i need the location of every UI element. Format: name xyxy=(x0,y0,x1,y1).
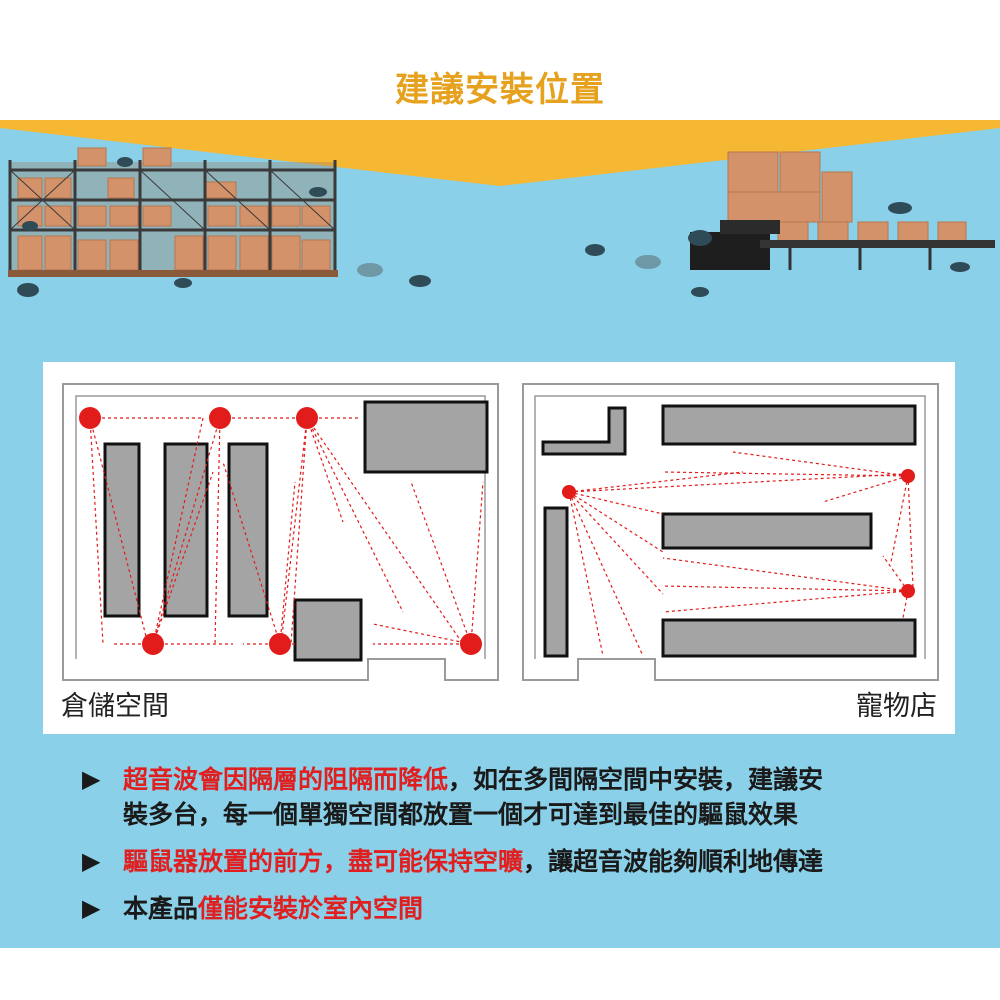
conveyor-scene-right xyxy=(690,151,995,270)
shelving-rack-left xyxy=(8,147,338,277)
device-dot xyxy=(296,407,318,429)
note-text: 本產品 xyxy=(123,894,199,923)
note-emphasis: 驅鼠器放置的前方，盡可能保持空曠 xyxy=(123,847,524,876)
installation-notes: ▶ 超音波會因隔層的阻隔而降低，如在多間隔空間中安裝，建議安 裝多台，每一個單獨… xyxy=(78,762,938,938)
warehouse-scene-illustration xyxy=(0,120,1000,297)
note-item: ▶ 超音波會因隔層的阻隔而降低，如在多間隔空間中安裝，建議安 裝多台，每一個單獨… xyxy=(78,762,938,832)
footer-space xyxy=(0,948,1000,1000)
device-dot xyxy=(562,485,576,499)
note-text: ，讓超音波能夠順利地傳達 xyxy=(523,847,824,876)
warehouse-plan xyxy=(62,383,499,681)
bullet-arrow-icon: ▶ xyxy=(82,847,101,875)
banner-shape xyxy=(0,120,1000,186)
device-dot xyxy=(79,407,101,429)
device-dot xyxy=(460,633,482,655)
note-item: ▶ 驅鼠器放置的前方，盡可能保持空曠，讓超音波能夠順利地傳達 xyxy=(78,844,938,879)
note-text: ，如在多間隔空間中安裝，建議安 xyxy=(448,765,824,794)
petshop-plan xyxy=(522,383,939,681)
device-dot xyxy=(142,633,164,655)
warehouse-shelves xyxy=(103,400,489,662)
floor-plan-card: 倉儲空間 寵物店 xyxy=(43,362,955,734)
bullet-arrow-icon: ▶ xyxy=(82,765,101,793)
note-text-continuation: 裝多台，每一個單獨空間都放置一個才可達到最佳的驅鼠效果 xyxy=(123,800,799,829)
mouse-silhouettes-faded xyxy=(357,255,661,277)
mouse-silhouettes xyxy=(17,157,970,297)
device-dot xyxy=(901,584,915,598)
device-dot xyxy=(209,407,231,429)
page-title: 建議安裝位置 xyxy=(395,70,605,110)
floor-plans-diagram xyxy=(62,383,939,681)
petshop-label: 寵物店 xyxy=(856,691,937,722)
petshop-shelves xyxy=(541,404,917,658)
note-item: ▶ 本產品僅能安裝於室內空間 xyxy=(78,891,938,926)
header: 建議安裝位置 xyxy=(0,0,1000,120)
petshop-signal-lines xyxy=(568,451,914,657)
warehouse-label: 倉儲空間 xyxy=(61,691,169,722)
warehouse-devices xyxy=(79,407,482,655)
bullet-arrow-icon: ▶ xyxy=(82,894,101,922)
warehouse-signal-lines xyxy=(89,417,484,645)
device-dot xyxy=(269,633,291,655)
note-emphasis: 超音波會因隔層的阻隔而降低 xyxy=(123,765,449,794)
note-emphasis: 僅能安裝於室內空間 xyxy=(198,894,424,923)
device-dot xyxy=(901,469,915,483)
petshop-devices xyxy=(562,469,915,598)
